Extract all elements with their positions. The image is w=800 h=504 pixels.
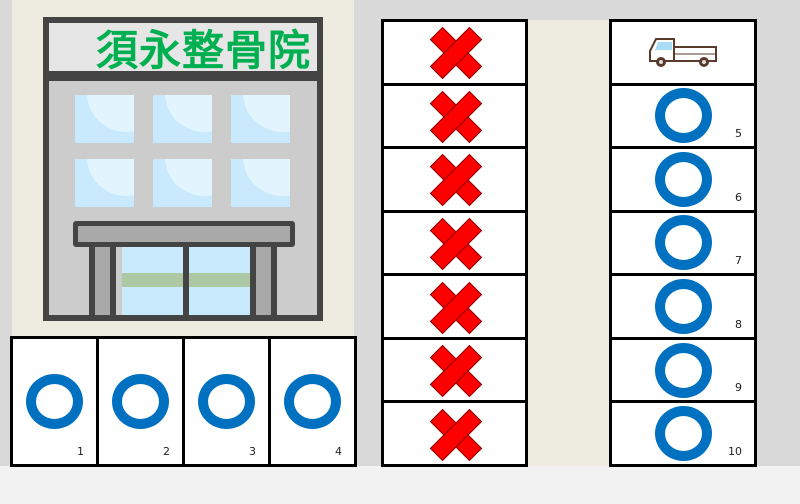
pillar <box>89 247 116 315</box>
available-circle-icon <box>198 374 255 429</box>
clinic-building: 須永整骨院 <box>43 17 323 321</box>
unavailable-cross-icon <box>432 347 478 393</box>
available-circle-icon <box>654 279 712 335</box>
parking-space[interactable]: 8 <box>612 276 754 337</box>
available-circle-icon <box>654 88 712 144</box>
unavailable-cross-icon <box>432 411 478 457</box>
unavailable-cross-icon <box>432 220 478 266</box>
window <box>231 95 290 143</box>
parking-space[interactable]: 5 <box>612 85 754 147</box>
truck-space <box>612 22 754 83</box>
parking-space[interactable] <box>384 85 525 147</box>
available-circle-icon <box>654 215 712 271</box>
window <box>153 95 212 143</box>
parking-space[interactable]: 1 <box>13 339 96 464</box>
entrance-door <box>122 247 183 315</box>
available-circle-icon <box>654 151 712 207</box>
space-number: 9 <box>735 381 742 395</box>
clinic-sign: 須永整骨院 <box>49 23 317 76</box>
parking-space[interactable]: 7 <box>612 212 754 274</box>
space-number: 2 <box>163 445 170 458</box>
aisle <box>528 20 610 466</box>
space-number: 1 <box>77 445 84 458</box>
parking-space[interactable] <box>384 339 525 401</box>
entrance-door <box>189 247 250 315</box>
window <box>231 159 290 207</box>
parking-space[interactable]: 4 <box>271 339 354 464</box>
parking-space[interactable]: 2 <box>99 339 182 464</box>
window <box>153 159 212 207</box>
available-circle-icon <box>26 374 83 429</box>
space-number: 8 <box>735 317 742 331</box>
pillar <box>250 247 277 315</box>
unavailable-cross-icon <box>432 156 478 202</box>
parking-space[interactable] <box>384 149 525 210</box>
parking-space[interactable] <box>384 276 525 337</box>
space-number: 4 <box>335 445 342 458</box>
window <box>75 95 134 143</box>
parking-space[interactable]: 3 <box>185 339 268 464</box>
building-facade <box>49 81 317 315</box>
parking-space[interactable] <box>384 212 525 274</box>
unavailable-cross-icon <box>432 93 478 139</box>
space-number: 7 <box>735 254 742 268</box>
truck-icon <box>649 38 717 68</box>
parking-space[interactable]: 10 <box>612 403 754 464</box>
right-column-spaces: 5 6 7 8 9 10 <box>609 19 757 467</box>
parking-space[interactable] <box>384 403 525 464</box>
front-row-spaces: 1 2 3 4 <box>10 336 357 467</box>
window <box>75 159 134 207</box>
ground <box>0 466 800 504</box>
parking-space[interactable]: 6 <box>612 149 754 210</box>
unavailable-cross-icon <box>432 29 478 75</box>
entrance-canopy <box>73 221 295 247</box>
parking-space[interactable]: 9 <box>612 339 754 401</box>
available-circle-icon <box>112 374 169 429</box>
available-circle-icon <box>654 342 712 398</box>
middle-column-spaces <box>381 19 528 467</box>
space-number: 10 <box>728 445 742 458</box>
space-number: 6 <box>735 190 742 204</box>
available-circle-icon <box>284 374 341 429</box>
parking-space[interactable] <box>384 22 525 83</box>
unavailable-cross-icon <box>432 284 478 330</box>
available-circle-icon <box>654 406 712 462</box>
space-number: 5 <box>735 127 742 141</box>
space-number: 3 <box>249 445 256 458</box>
